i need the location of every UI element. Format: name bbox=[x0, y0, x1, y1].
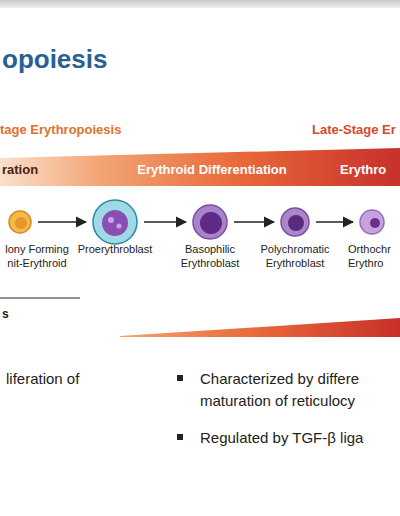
cell-shape bbox=[192, 204, 228, 240]
arrow-connector bbox=[234, 221, 274, 223]
cell-label: Polychromatic Erythroblast bbox=[255, 242, 335, 270]
late-stage-wedge bbox=[120, 318, 400, 337]
cell-shape bbox=[92, 199, 138, 245]
cell-label: lony Forming nit-Erythroid bbox=[0, 242, 74, 270]
bullet bbox=[177, 375, 183, 381]
stage-band: ration Erythroid Differentiation Erythro bbox=[0, 148, 400, 186]
arrow-connector bbox=[38, 221, 86, 223]
text-label: Regulated by TGF-β liga bbox=[200, 427, 400, 449]
text-label: Characterized by differe maturation of r… bbox=[200, 368, 400, 412]
band-label: ration bbox=[2, 162, 62, 177]
cell-body bbox=[192, 204, 228, 240]
cell-label: Orthochr Erythro bbox=[348, 242, 398, 270]
cell-shape bbox=[280, 207, 310, 237]
cell-body bbox=[359, 209, 385, 235]
text-label: s bbox=[2, 303, 32, 325]
band-label: Erythroid Differentiation bbox=[112, 162, 312, 177]
underline bbox=[0, 297, 80, 298]
band-label: Erythro bbox=[340, 162, 400, 177]
cell-node: Proerythroblast bbox=[70, 200, 160, 280]
cell-body bbox=[8, 210, 32, 234]
text-label: tage Erythropoiesis bbox=[0, 119, 200, 141]
arrow-connector bbox=[144, 221, 186, 223]
cell-node: Basophilic Erythroblast bbox=[165, 200, 255, 280]
cell-shape bbox=[359, 209, 385, 235]
text-label: liferation of bbox=[6, 368, 156, 390]
cell-body bbox=[92, 199, 138, 245]
cell-node: Polychromatic Erythroblast bbox=[255, 200, 335, 280]
slide-title: opoiesis bbox=[2, 44, 107, 75]
cell-label: Proerythroblast bbox=[70, 242, 160, 256]
cell-label: Basophilic Erythroblast bbox=[165, 242, 255, 270]
top-bar bbox=[0, 0, 400, 8]
bullet bbox=[177, 434, 183, 440]
arrow-connector bbox=[316, 221, 353, 223]
cell-node: lony Forming nit-Erythroid bbox=[0, 200, 74, 280]
cell-shape bbox=[8, 210, 32, 234]
cell-body bbox=[280, 207, 310, 237]
cell-node: Orthochr Erythro bbox=[348, 200, 398, 280]
text-label: Late-Stage Er bbox=[312, 119, 400, 141]
